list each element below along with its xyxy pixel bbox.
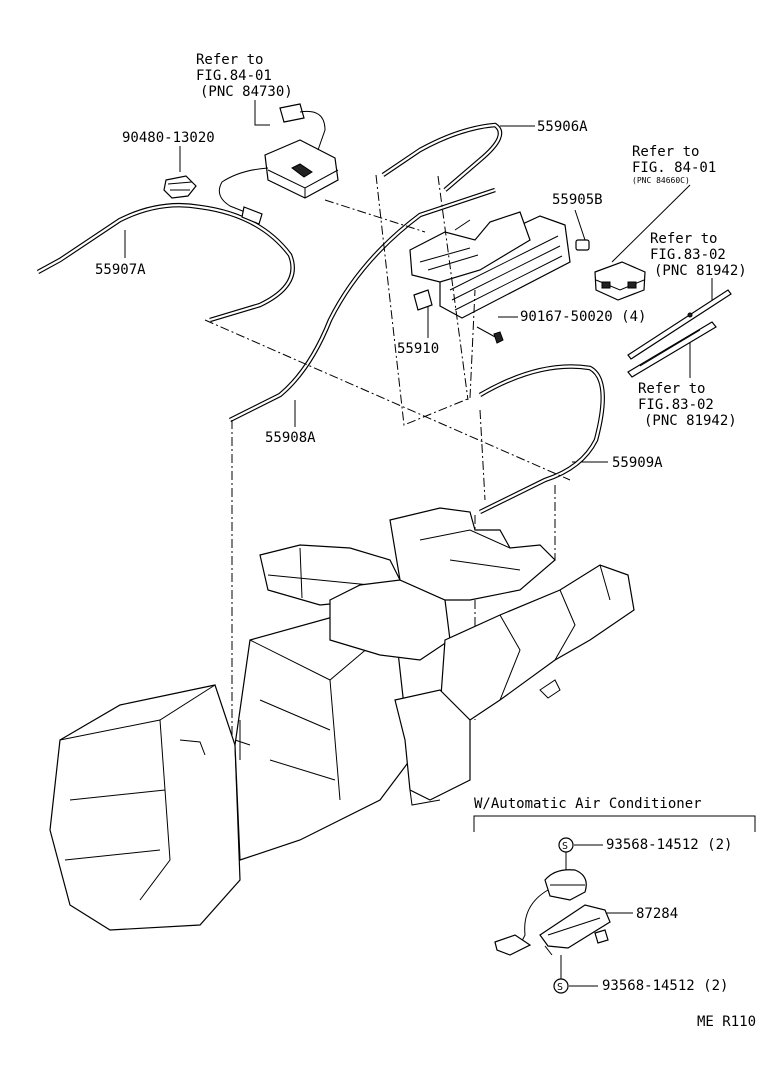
cable-55909A [478,364,605,515]
screw-90167-50020 [476,326,504,344]
part-label-87284: 87284 [636,906,678,922]
s-marker-top-text: S [562,841,568,852]
ref-line: Refer to [196,52,263,68]
ref-pnc-small: (PNC 84660C) [632,176,690,185]
ref-line: FIG. 84-01 [632,160,716,176]
part-label-90480-13020: 90480-13020 [122,130,215,146]
heater-control-55910 [409,211,571,319]
leader-line [254,100,270,126]
auto-ac-bracket [473,815,756,832]
ref-line: Refer to [650,231,717,247]
part-label-93568-14512-bottom: 93568-14512 (2) [602,978,728,994]
ref-line: Refer to [632,144,699,160]
ref-line: (PNC 84730) [200,84,293,100]
ref-line: FIG.83-02 [638,397,714,413]
ref-line: FIG.84-01 [196,68,272,84]
part-label-55907A: 55907A [95,262,146,278]
ref-fig-83-02-lower: Refer to FIG.83-02 (PNC 81942) [638,381,737,429]
leader-line [574,209,586,241]
ref-fig-84-01-right: Refer to FIG. 84-01 [632,144,716,176]
heater-unit-assembly [49,507,635,931]
lamp-strip-upper [627,289,732,360]
ref-line: Refer to [638,381,705,397]
knob-55905B [575,239,590,251]
ref-line: (PNC 81942) [654,263,747,279]
ref-fig-83-02-upper: Refer to FIG.83-02 (PNC 81942) [650,231,747,279]
part-label-55908A: 55908A [265,430,316,446]
ref-line: FIG.83-02 [650,247,726,263]
auto-ac-heading: W/Automatic Air Conditioner [474,796,702,812]
part-label-55905B: 55905B [552,192,603,208]
cable-55908A [228,187,496,423]
part-label-55910: 55910 [397,341,439,357]
sensor-87284 [494,869,611,956]
ref-fig-84-01-top: Refer to FIG.84-01 (PNC 84730) [196,52,293,100]
leader-line [611,184,691,263]
lamp-strip-lower [627,321,717,378]
part-label-55906A: 55906A [537,119,588,135]
cable-55907A [36,202,295,323]
clip-90480-13020 [163,175,197,199]
part-label-93568-14512-top: 93568-14512 (2) [606,837,732,853]
switch-84660C [594,261,646,301]
s-marker-bottom-text: S [557,982,563,993]
ref-line: (PNC 81942) [644,413,737,429]
cable-55906A [381,122,503,192]
part-label-90167-50020: 90167-50020 (4) [520,309,646,325]
part-label-55909A: 55909A [612,455,663,471]
control-switch-84730 [218,103,339,225]
drawing-code: ME R110 [697,1014,756,1030]
